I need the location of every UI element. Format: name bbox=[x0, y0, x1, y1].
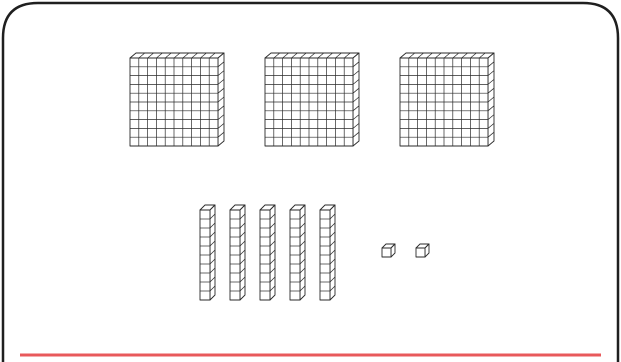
hundred-flat bbox=[130, 53, 224, 146]
one-cube bbox=[416, 244, 429, 257]
ten-rod bbox=[260, 205, 275, 300]
one-cube bbox=[382, 244, 395, 257]
tens-rods bbox=[200, 205, 335, 300]
hundred-flat bbox=[400, 53, 494, 146]
hundreds-flats bbox=[130, 53, 494, 146]
ones-cubes bbox=[382, 244, 429, 257]
ten-rod bbox=[230, 205, 245, 300]
ten-rod bbox=[200, 205, 215, 300]
ten-rod bbox=[290, 205, 305, 300]
hundred-flat bbox=[265, 53, 359, 146]
ten-rod bbox=[320, 205, 335, 300]
